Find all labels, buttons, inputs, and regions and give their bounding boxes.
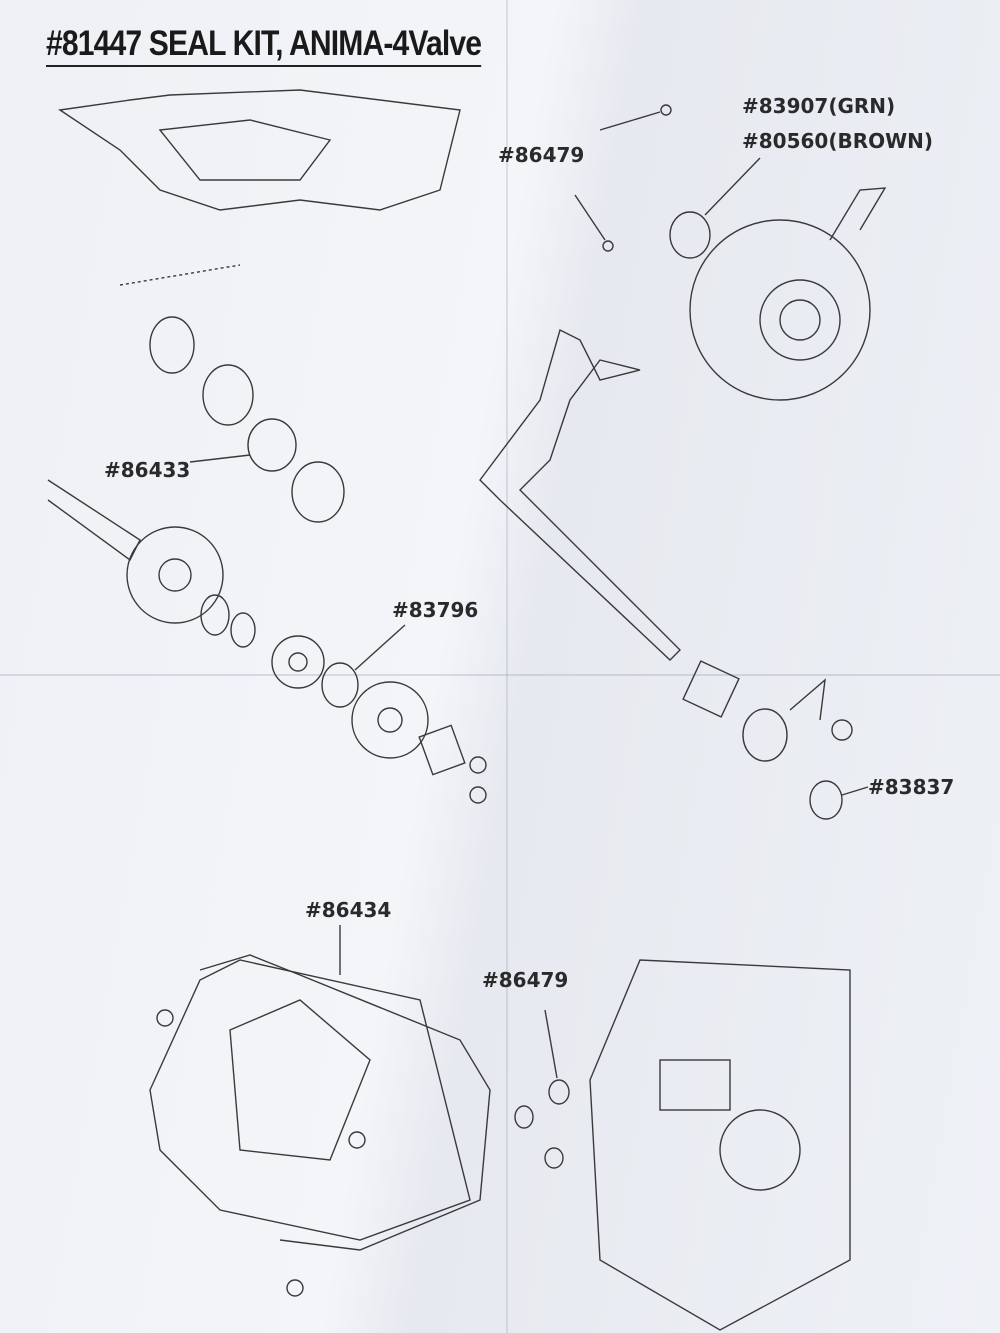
fold-line-horizontal: [0, 674, 1000, 676]
document-title: #81447 SEAL KIT, ANIMA-4Valve: [46, 24, 482, 67]
part-label-86479-bottom: #86479: [482, 968, 569, 992]
gasket-86434: [199, 954, 491, 1251]
seal-83837: [809, 780, 843, 820]
part-label-83796: #83796: [392, 598, 479, 622]
part-label-86479-top: #86479: [498, 143, 585, 167]
bearing: [271, 635, 325, 689]
seal-83796: [321, 662, 359, 708]
oring-86479: [548, 1079, 570, 1105]
part-label-83837: #83837: [868, 775, 955, 799]
seal-83907: [669, 211, 711, 259]
stator: [689, 219, 871, 401]
part-label-80560: #80560(BROWN): [742, 129, 934, 153]
sprocket: [351, 681, 429, 759]
part-label-86433: #86433: [104, 458, 191, 482]
oil-filter-screen: [149, 316, 195, 374]
drain-plug: [291, 461, 345, 523]
shift-shaft: [479, 328, 681, 661]
cylinder-head: [589, 959, 851, 1331]
spring: [202, 364, 254, 426]
countershaft: [47, 479, 141, 562]
fold-line-vertical: [506, 0, 508, 1333]
part-label-83907: #83907(GRN): [742, 94, 896, 118]
part-label-86434: #86434: [305, 898, 392, 922]
valve-cover: [149, 959, 471, 1241]
crankcase-top: [58, 89, 461, 211]
gear: [126, 526, 224, 624]
oring-86433: [247, 418, 297, 472]
